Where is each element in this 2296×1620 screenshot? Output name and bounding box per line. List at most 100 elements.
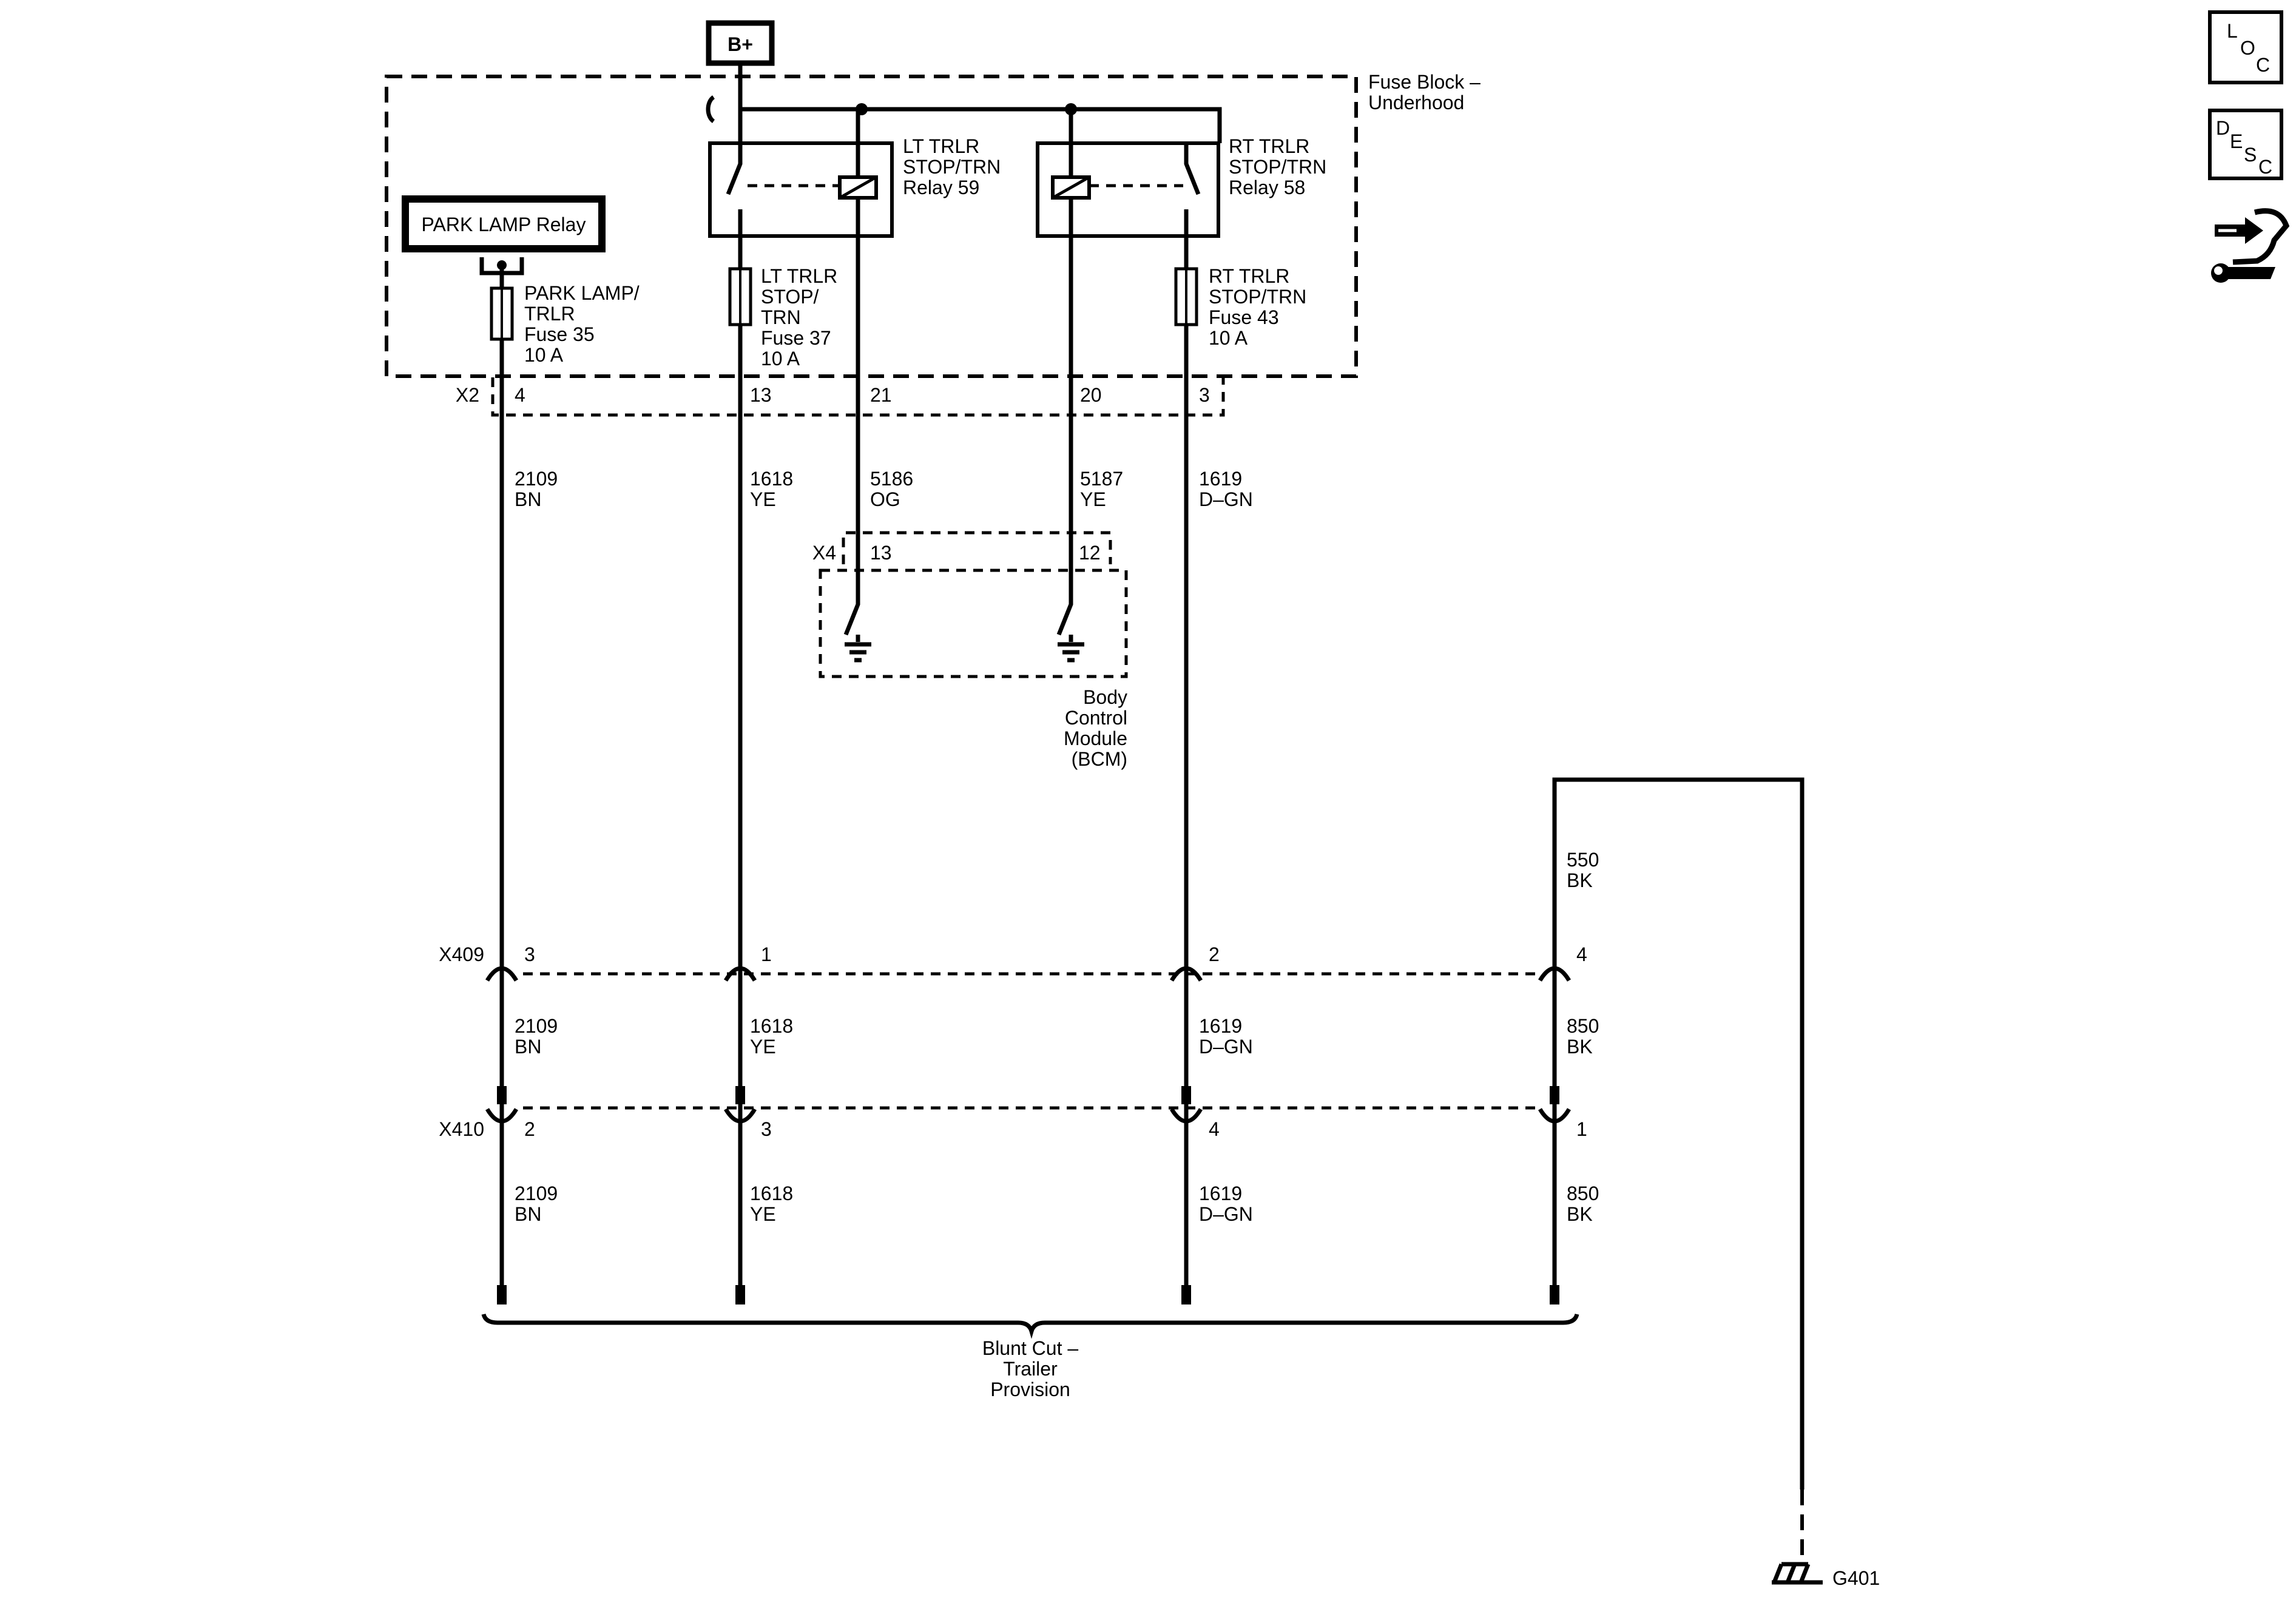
x2-pin: 13 bbox=[750, 384, 772, 406]
bcm-label-line4: (BCM) bbox=[1072, 748, 1127, 770]
g401-label: G401 bbox=[1832, 1567, 1880, 1589]
x410-label: X410 bbox=[439, 1118, 484, 1140]
relay-58-coil-mark bbox=[1052, 175, 1090, 200]
wire-color: BK bbox=[1567, 869, 1593, 891]
wire-circuit: 2109 bbox=[515, 1183, 558, 1204]
fuse-block-outline bbox=[385, 75, 1358, 378]
fuse-37-label-line4: Fuse 37 bbox=[761, 327, 831, 349]
wire-color: YE bbox=[1080, 488, 1106, 510]
fuse-37-label-line5: 10 A bbox=[761, 348, 800, 370]
x409-label: X409 bbox=[439, 943, 484, 965]
connector-wrench-icon[interactable] bbox=[2211, 208, 2290, 283]
fuse-35-label-line3: Fuse 35 bbox=[524, 323, 595, 345]
svg-text:O: O bbox=[2240, 37, 2255, 59]
svg-text:E: E bbox=[2230, 130, 2243, 152]
wire-color: BK bbox=[1567, 1203, 1593, 1225]
fuse-37-label-line3: TRN bbox=[761, 306, 801, 328]
bcm-outline bbox=[819, 569, 1128, 678]
wire-circuit: 1619 bbox=[1199, 1183, 1242, 1204]
fuse-35-label-line2: TRLR bbox=[524, 303, 575, 325]
wire-circuit: 1619 bbox=[1199, 468, 1242, 490]
x2-connector-outline bbox=[491, 377, 1225, 417]
relay-59-coil-mark bbox=[839, 175, 877, 200]
x409-pin: 2 bbox=[1209, 943, 1220, 965]
park-lamp-relay-label: PARK LAMP Relay bbox=[422, 214, 586, 235]
fuse-block-subtitle: Underhood bbox=[1368, 92, 1464, 113]
lt-trlr-relay-59 bbox=[708, 109, 894, 238]
relay-59-label-line1: LT TRLR bbox=[903, 135, 979, 157]
svg-text:D: D bbox=[2216, 117, 2230, 139]
x4-pin: 13 bbox=[870, 542, 892, 564]
b-plus-label: B+ bbox=[728, 33, 753, 55]
wire-circuit: 1618 bbox=[750, 1015, 793, 1037]
bcm-ground-icon bbox=[845, 635, 871, 663]
x409-pin: 1 bbox=[761, 943, 772, 965]
x410-pin-ends bbox=[497, 1086, 1559, 1104]
x410-terminals bbox=[485, 1108, 1572, 1124]
wire-color: D–GN bbox=[1199, 1036, 1253, 1058]
wire-color: OG bbox=[870, 488, 900, 510]
wire-crossover bbox=[706, 95, 715, 123]
wire-circuit: 1618 bbox=[750, 1183, 793, 1204]
wire-circuit: 2109 bbox=[515, 1015, 558, 1037]
x410-pin: 4 bbox=[1209, 1118, 1220, 1140]
x2-pin: 20 bbox=[1080, 384, 1102, 406]
fuse-43-label-line3: Fuse 43 bbox=[1209, 306, 1279, 328]
blunt-cut-ends bbox=[497, 1285, 1559, 1304]
x2-pin: 3 bbox=[1199, 384, 1210, 406]
x409-pin: 4 bbox=[1576, 943, 1587, 965]
wire-color: BN bbox=[515, 488, 541, 510]
power-source-b-plus: B+ bbox=[706, 20, 775, 66]
rt-trlr-relay-58 bbox=[1036, 109, 1220, 238]
x410-pin: 1 bbox=[1576, 1118, 1587, 1140]
svg-text:L: L bbox=[2227, 20, 2238, 42]
relay-feed-bus bbox=[740, 107, 1222, 143]
blunt-cut-label-line1: Blunt Cut – bbox=[982, 1337, 1079, 1359]
x4-connector-label: X4 bbox=[812, 542, 836, 564]
x409-terminals bbox=[485, 966, 1572, 982]
bcm-label-line2: Control bbox=[1065, 707, 1127, 729]
wire-color: BN bbox=[515, 1203, 541, 1225]
relay-58-label-line3: Relay 58 bbox=[1229, 177, 1305, 198]
wire-color: YE bbox=[750, 488, 776, 510]
wire-circuit: 1619 bbox=[1199, 1015, 1242, 1037]
x2-pin: 4 bbox=[515, 384, 525, 406]
fuse-43-label-line1: RT TRLR bbox=[1209, 265, 1289, 287]
x410-pin: 2 bbox=[524, 1118, 535, 1140]
wire-color: BK bbox=[1567, 1036, 1593, 1058]
g401-ground-icon bbox=[1772, 1562, 1823, 1585]
wire-550-bk bbox=[1552, 777, 1805, 1490]
wire-circuit: 2109 bbox=[515, 468, 558, 490]
fuse-43-label-line2: STOP/TRN bbox=[1209, 286, 1306, 308]
bcm-ground-icon bbox=[1058, 635, 1084, 663]
desc-icon[interactable]: D E S C bbox=[2208, 109, 2283, 180]
fuse-43-label-line4: 10 A bbox=[1209, 327, 1248, 349]
x4-pin: 12 bbox=[1079, 542, 1101, 564]
wire-circuit: 5186 bbox=[870, 468, 913, 490]
relay-59-label-line2: STOP/TRN bbox=[903, 156, 1001, 178]
wire-5187-ye bbox=[1056, 236, 1073, 636]
blunt-cut-label-line2: Trailer bbox=[1003, 1358, 1058, 1380]
svg-text:S: S bbox=[2244, 144, 2257, 166]
fuse-35-label-line1: PARK LAMP/ bbox=[524, 282, 640, 304]
wire-color: YE bbox=[750, 1203, 776, 1225]
wire-circuit: 5187 bbox=[1080, 468, 1123, 490]
wire-circuit: 1618 bbox=[750, 468, 793, 490]
x2-pin: 21 bbox=[870, 384, 892, 406]
bcm-label-line1: Body bbox=[1083, 686, 1127, 708]
wire-color: D–GN bbox=[1199, 488, 1253, 510]
relay-59-label-line3: Relay 59 bbox=[903, 177, 979, 198]
bcm-label-line3: Module bbox=[1064, 727, 1127, 749]
blunt-cut-label-line3: Provision bbox=[990, 1379, 1070, 1400]
fuse-35-label-line4: 10 A bbox=[524, 344, 564, 366]
blunt-cut-brace bbox=[481, 1313, 1579, 1339]
wire-circuit: 550 bbox=[1567, 849, 1599, 871]
relay-58-label-line2: STOP/TRN bbox=[1229, 156, 1326, 178]
loc-icon[interactable]: L O C bbox=[2208, 10, 2283, 84]
park-lamp-relay-box: PARK LAMP Relay bbox=[402, 195, 606, 252]
x410-pin: 3 bbox=[761, 1118, 772, 1140]
fuse-block-title: Fuse Block – bbox=[1368, 71, 1481, 93]
relay-59-switch-blade bbox=[726, 109, 743, 195]
